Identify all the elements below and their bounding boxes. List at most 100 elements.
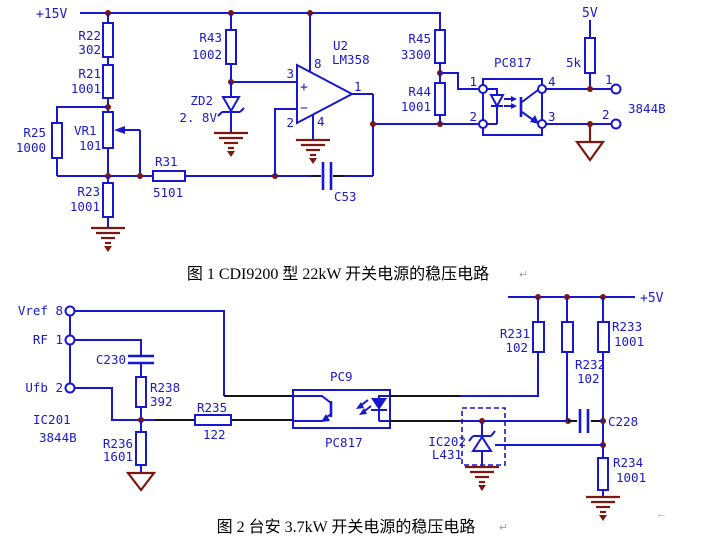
optocoupler-PC817: 1 2 4 3 PC817 [469,55,556,136]
pin-ufb [64,382,76,394]
vr1-ref: VR1 [74,123,97,138]
ground-symbol [91,226,125,252]
c53-label: C53 [334,189,357,204]
output-terminals: 5V 5k 1 2 3844B [546,6,666,162]
supply-5v-label: 5V [582,6,598,21]
opamp-pin4: 4 [317,114,325,129]
resistor-R235: R235 122 [155,400,293,442]
resistor-R43: R43 1002 [192,13,297,85]
r45-value: 3300 [401,47,431,62]
capacitor-C228: C228 [568,409,638,433]
terminal-2 [610,118,622,130]
rf-label: RF 1 [33,332,63,347]
vref-label: Vref 8 [18,303,63,318]
r31-ref: R31 [155,154,178,169]
feedback-path: C53 [185,94,374,204]
resistor-R233: R233 1001 [597,297,644,458]
r23-ref: R23 [77,184,100,199]
r231-value: 102 [505,340,528,355]
phototransistor-icon [293,395,333,422]
phototransistor-icon [519,89,539,124]
resistor-R231: R231 102 [500,297,545,355]
pc817-pin2: 2 [469,109,477,124]
r234-ref: R234 [613,455,643,470]
potentiometer-VR1: VR1 101 [74,111,141,176]
ground-symbol [214,131,248,157]
pin-rf [64,334,76,346]
wiper-arrow-icon [114,126,125,134]
zd2-ref: ZD2 [190,93,213,108]
resistor-R23: R23 1001 [70,176,114,228]
c230-label: C230 [96,352,126,367]
r21-value: 1001 [71,81,101,96]
opamp-ref: U2 [333,38,348,53]
opamp-pin1: 1 [354,79,362,94]
rail-15v: +15V [36,7,441,30]
r236-ref: R236 [103,436,133,451]
resistor-R21: R21 1001 [71,64,114,112]
ground-triangle-icon [125,471,157,492]
terminal1-label: 1 [605,72,613,87]
paragraph-mark: ↵ [499,522,508,534]
r235-value: 122 [203,427,226,442]
ground-symbol [296,138,330,164]
opamp-part: LM358 [332,52,370,67]
r45-ref: R45 [408,31,431,46]
r31-value: 5101 [153,185,183,200]
resistor-5k [584,37,596,74]
pc817-pin4: 4 [548,74,556,89]
wire-ufb-run [75,387,155,421]
r233-ref: R233 [612,319,642,334]
resistor-R238: R238 392 [135,376,180,420]
r236-value: 1601 [103,449,133,464]
optocoupler-PC9: PC9 PC817 [292,369,391,450]
shunt-regulator-IC202: IC202 L431 [428,407,603,491]
terminal-1 [610,83,622,95]
capacitor-C53 [321,162,333,190]
pc9-part: PC817 [325,435,363,450]
r232-ref: R232 [575,357,605,372]
pc817-pin3: 3 [548,109,556,124]
resistor-R232: R232 102 [561,297,605,421]
ic201-ref: IC201 [33,412,71,427]
ground-symbol [465,465,499,491]
led-icon [356,395,390,422]
pc817-pin1: 1 [469,74,477,89]
resistor-R25: R25 1000 [16,106,108,176]
figure2-circuit: Vref 8 RF 1 Ufb 2 IC201 3844B C230 R238 … [18,291,667,536]
r234-value: 1001 [616,470,646,485]
capacitor-C230: C230 [75,339,154,377]
figure2-caption: 图 2 台安 3.7kW 开关电源的稳压电路 [217,518,476,536]
opamp-pin8: 8 [314,56,322,71]
ic201-pins: Vref 8 RF 1 Ufb 2 IC201 3844B [18,303,77,445]
opamp-U2: + − 3 2 8 4 1 U2 LM358 [286,13,373,164]
zd2-value: 2. 8V [179,110,217,125]
ic201-part: 3844B [39,430,77,445]
chip-3844b-label: 3844B [628,101,666,116]
r23-value: 1001 [70,199,100,214]
zener-ZD2: ZD2 2. 8V [179,82,248,157]
wire-vref-run [75,310,225,396]
r235-ref: R235 [197,400,227,415]
opamp-pin2: 2 [286,115,294,130]
paragraph-mark: ↵ [519,269,528,281]
resistor-R236: R236 1601 [103,420,157,492]
figure1-circuit: +15V R22 302 R21 1001 R25 1000 [16,6,666,283]
r5k-value: 5k [566,55,582,70]
supply-5v-label: +5V [640,291,664,306]
resistor-R22: R22 302 [78,13,114,65]
pc9-ref: PC9 [330,369,353,384]
pin-vref [64,305,76,317]
led-icon [487,88,517,125]
r233-value: 1001 [614,334,644,349]
r44-ref: R44 [408,84,431,99]
vr1-value: 101 [79,138,102,153]
opamp-plus: + [300,80,308,95]
r231-ref: R231 [500,326,530,341]
r22-ref: R22 [78,28,101,43]
c228-label: C228 [608,414,638,429]
ic202-part: L431 [432,447,462,462]
opamp-pin3: 3 [286,66,294,81]
